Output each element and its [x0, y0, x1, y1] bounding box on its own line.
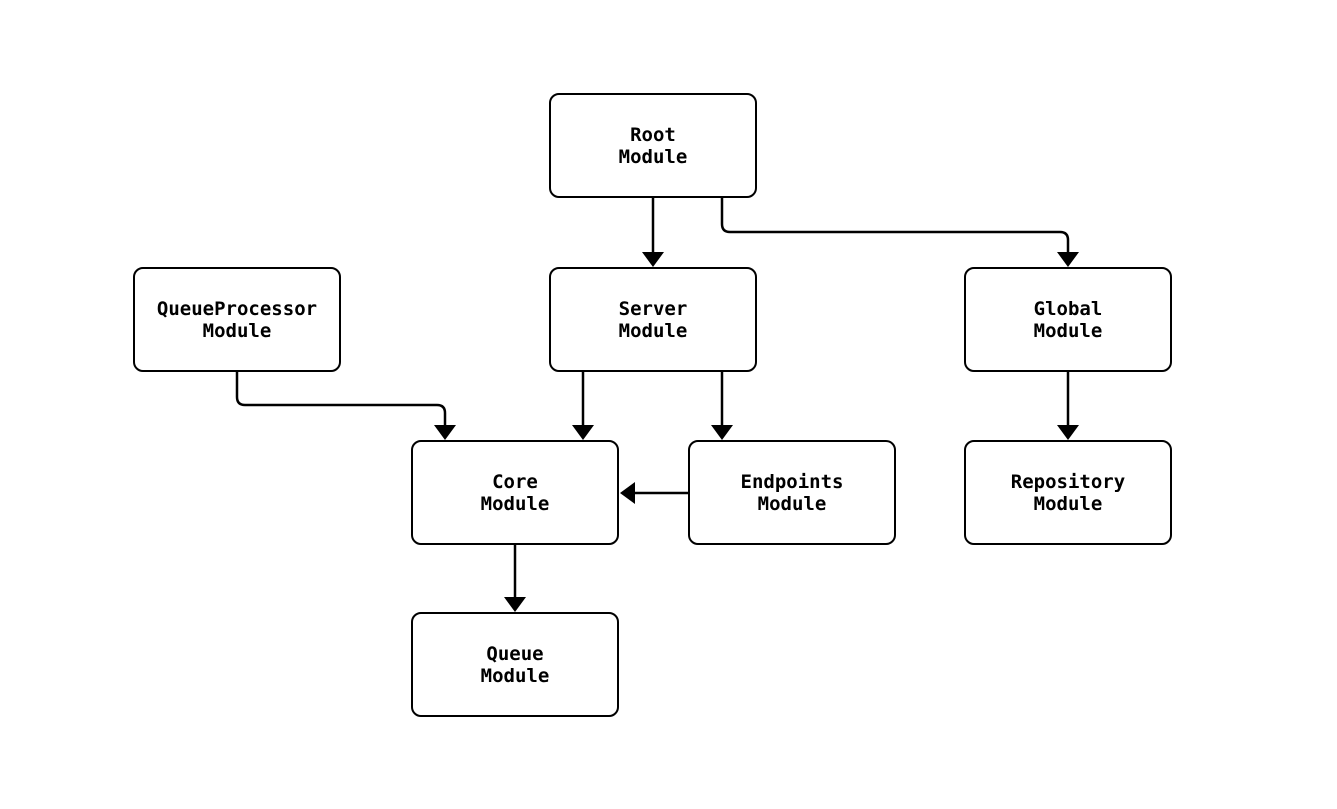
node-label-queue: Queue Module — [480, 642, 550, 687]
node-label-core: Core Module — [480, 470, 550, 515]
node-root-module: Root Module — [549, 93, 757, 198]
arrowhead-queueprocessor-core — [434, 425, 456, 440]
node-global-module: Global Module — [964, 267, 1172, 372]
node-core-module: Core Module — [411, 440, 619, 545]
arrowhead-server-core — [572, 425, 594, 440]
node-server-module: Server Module — [549, 267, 757, 372]
node-label-global: Global Module — [1033, 297, 1103, 342]
node-label-endpoints: Endpoints Module — [740, 470, 844, 515]
node-queue-module: Queue Module — [411, 612, 619, 717]
node-label-root: Root Module — [618, 123, 688, 168]
node-label-repository: Repository Module — [1010, 470, 1126, 515]
arrowhead-root-global — [1057, 252, 1079, 267]
arrowhead-endpoints-core — [620, 482, 635, 504]
edge-queueprocessor-core — [235, 372, 447, 425]
node-label-queueprocessor: QueueProcessor Module — [156, 297, 318, 342]
arrowhead-global-repository — [1057, 425, 1079, 440]
arrowhead-root-server — [642, 252, 664, 267]
node-endpoints-module: Endpoints Module — [688, 440, 896, 545]
edge-root-global — [720, 198, 1070, 252]
node-label-server: Server Module — [618, 297, 688, 342]
arrowhead-server-endpoints — [711, 425, 733, 440]
node-queueprocessor-module: QueueProcessor Module — [133, 267, 341, 372]
node-repository-module: Repository Module — [964, 440, 1172, 545]
arrowhead-core-queue — [504, 597, 526, 612]
